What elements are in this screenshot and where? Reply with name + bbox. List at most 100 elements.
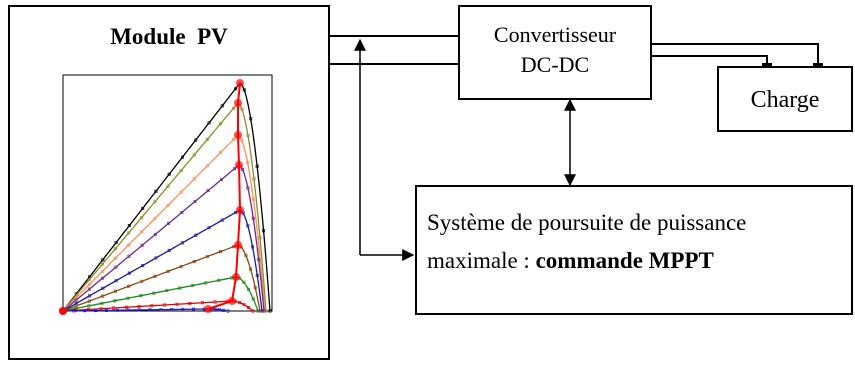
pv-curve-marker [180,155,184,159]
pv-curve-marker [262,309,266,313]
converter-label-line1: Convertisseur [493,22,617,47]
pv-curve-marker [153,217,157,221]
pv-curve-marker [94,309,98,313]
pv-curve-marker [262,229,266,233]
pv-curve-marker [244,253,248,257]
pv-curve-marker [192,307,196,311]
pv-curve-marker [74,298,78,302]
pv-curve-marker [162,303,166,307]
pv-curve-marker [194,138,198,142]
pv-curve-marker [114,247,118,251]
pv-curve-marker [88,294,92,298]
load-box: Charge [717,66,853,132]
load-terminal-2 [813,63,823,68]
pv-curve-marker [137,304,141,308]
pv-curve-marker [87,304,91,308]
mpp-point-9 [204,305,212,313]
pv-curve-marker [268,309,272,313]
pv-curve-marker [114,289,118,293]
pv-curve-marker [234,211,238,215]
pv-curve-marker [226,309,230,313]
pv-curve-marker [240,138,244,142]
pv-curve-marker [87,287,91,291]
pv-curve-marker [246,161,250,165]
pv-curve-marker [140,230,144,234]
pv-curve-marker [192,177,196,181]
mpp-point-2 [234,99,242,107]
pv-curve-marker [253,286,257,290]
pv-curve-marker [87,278,91,282]
pv-curve-3 [62,134,266,312]
pv-curve-marker [238,301,242,305]
pv-curve-marker [101,276,105,280]
pv-curve-marker [234,87,238,91]
pv-curve-marker [100,294,104,298]
pv-curve-marker [154,256,158,260]
pv-curve-marker [114,256,118,260]
pv-curve-marker [83,309,87,313]
pv-curve-marker [148,308,152,312]
pv-curve-marker [127,243,131,247]
pv-curve-marker [101,258,105,262]
pv-curve-marker [233,167,237,171]
pv-curve-5 [62,209,263,312]
pv-curve-marker [72,309,76,313]
pv-curve-marker [192,153,196,157]
pv-curve-marker [150,304,154,308]
pv-curve-marker [251,297,255,301]
pv-curve-marker [246,134,250,138]
pv-curve-marker [180,241,184,245]
pv-curve-1 [62,82,271,312]
pv-curve-marker [249,267,253,271]
pv-curve-marker [217,278,221,282]
pv-curve-marker [217,308,221,312]
pv-curve-marker [141,264,145,268]
pv-curve-marker [219,122,223,126]
mpp-point-6 [234,241,242,249]
pv-curve-marker [113,299,117,303]
pv-curve-marker [207,226,211,230]
load-terminal-1 [762,63,772,68]
pv-curve-marker [191,283,195,287]
pv-curve-marker [124,305,128,309]
pv-curve-marker [251,245,255,249]
pv-curves-group [59,79,272,315]
pv-curve-marker [240,107,244,111]
pv-curve-marker [246,224,250,228]
mpp-point-1 [236,79,244,87]
pv-curve-4 [62,164,265,312]
pv-curve-6 [62,244,261,312]
mpp-point-5 [236,206,244,214]
pv-curve-marker [252,177,256,181]
pv-curve-marker [205,255,209,259]
pv-curve-marker [192,260,196,264]
pv-curve-marker [188,301,192,305]
pv-curve-marker [179,190,183,194]
converter-box: Convertisseur DC-DC [458,5,652,100]
pv-curve-marker [205,164,209,168]
pv-curve-marker [140,215,144,219]
pv-curve-8 [62,300,254,312]
pv-module-box: Module PV [8,5,330,360]
pv-curve-marker [159,308,163,312]
pv-curve-marker [247,287,251,291]
pv-curve-marker [175,302,179,306]
pv-curve-marker [232,137,236,141]
pv-curve-marker [139,294,143,298]
mpp-point-4 [235,161,243,169]
pv-curve-marker [141,206,145,210]
pv-curve-marker [127,271,131,275]
pv-curve-marker [126,308,130,312]
pv-curve-marker [242,280,246,284]
pv-curves-plot [59,74,273,315]
pv-curve-marker [194,233,198,237]
pv-curve-marker [178,286,182,290]
pv-curve-marker [206,189,210,193]
pv-curve-marker [153,232,157,236]
pv-curve-marker [167,221,171,225]
converter-label-line2: DC-DC [520,52,590,77]
mppt-label-bold: commande MPPT [535,248,714,273]
pv-module-title: Module PV [110,24,228,49]
pv-curve-marker [219,178,223,182]
